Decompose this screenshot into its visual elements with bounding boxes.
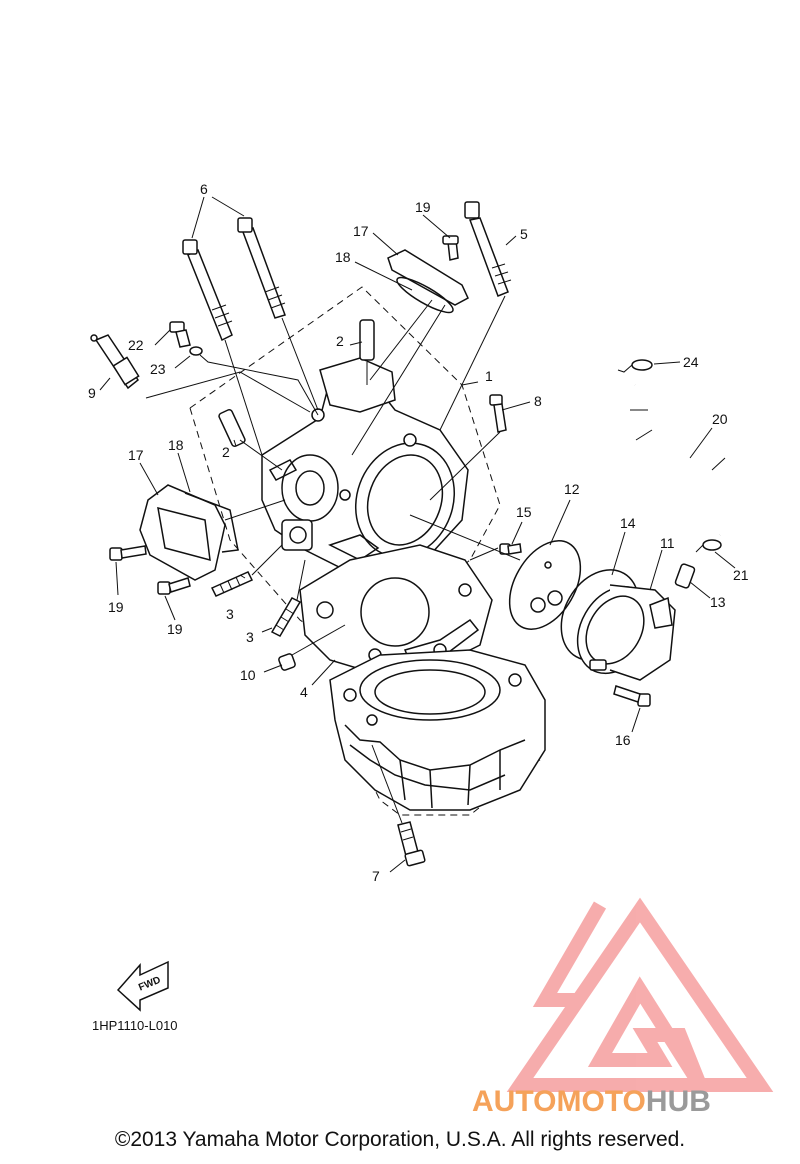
callout-19-side-a: 19 xyxy=(108,599,124,615)
cylinder-head xyxy=(261,357,469,581)
bolt-leader-6 xyxy=(191,196,245,239)
callout-2-upper: 2 xyxy=(336,333,344,349)
bolt-guide-6b xyxy=(281,317,319,411)
stud-3-lower xyxy=(270,597,302,637)
hose-20 xyxy=(629,384,743,538)
spark-plug-guide xyxy=(145,371,311,413)
callout-8: 8 xyxy=(534,393,542,409)
cover-guide-top xyxy=(351,299,446,456)
thermostat-guide xyxy=(409,514,521,561)
callout-9: 9 xyxy=(88,385,96,401)
cylinder-block xyxy=(329,649,546,811)
callout-18-side: 18 xyxy=(168,437,184,453)
callout-16: 16 xyxy=(615,732,631,748)
watermark-part-b: HUB xyxy=(646,1085,711,1118)
callout-18-top: 18 xyxy=(335,249,351,265)
cover-11 xyxy=(576,584,676,681)
watermark-part-a: AUTOMOTO xyxy=(472,1085,646,1118)
bolt-19-side-b xyxy=(157,577,191,595)
callout-7: 7 xyxy=(372,868,380,884)
callout-labels: 1 2 2 3 3 4 5 6 7 8 9 10 11 12 13 14 15 … xyxy=(88,181,749,884)
watermark-logo xyxy=(506,897,774,1092)
callout-21: 21 xyxy=(733,567,749,583)
spark-plug xyxy=(90,334,140,390)
callout-17-top: 17 xyxy=(353,223,369,239)
callout-3-lower: 3 xyxy=(246,629,254,645)
washer-23 xyxy=(189,346,203,356)
cylinder-head-bolts xyxy=(182,201,512,342)
callout-23: 23 xyxy=(150,361,166,377)
callout-5: 5 xyxy=(520,226,528,242)
stud-3-upper xyxy=(210,571,254,597)
watermark-text: AUTOMOTOHUB xyxy=(472,1085,711,1118)
bolt-guide-6a xyxy=(224,339,263,456)
dowel-pin-upper xyxy=(359,319,375,361)
dowel-pin-left xyxy=(218,408,246,448)
clamp-21 xyxy=(695,539,722,553)
callout-1: 1 xyxy=(485,368,493,384)
bolt-7 xyxy=(397,821,426,867)
callout-17-side: 17 xyxy=(128,447,144,463)
callout-24: 24 xyxy=(683,354,699,370)
head-gasket xyxy=(299,544,493,673)
bolt-guide-5 xyxy=(439,295,506,431)
pin-guide xyxy=(291,624,346,656)
bolt-7-guide xyxy=(371,744,403,824)
callout-11: 11 xyxy=(660,535,675,551)
gasket-12 xyxy=(508,540,582,630)
bolt-8 xyxy=(489,394,507,433)
callout-12: 12 xyxy=(564,481,580,497)
callout-19-top: 19 xyxy=(415,199,431,215)
callout-13: 13 xyxy=(710,594,726,610)
bolt-19-side-a xyxy=(109,545,147,561)
callout-22: 22 xyxy=(128,337,144,353)
fitting-13 xyxy=(674,563,696,589)
bolt-22 xyxy=(169,321,191,348)
bolt-15 xyxy=(499,543,522,555)
leader-lines xyxy=(99,214,736,873)
callout-3-upper: 3 xyxy=(226,606,234,622)
dowel-guide xyxy=(239,362,368,471)
diagram-code: 1HP1110-L010 xyxy=(92,1018,178,1033)
copyright-notice: ©2013 Yamaha Motor Corporation, U.S.A. A… xyxy=(114,1128,686,1151)
washer-guide xyxy=(199,354,319,416)
valve-cover-top xyxy=(387,235,469,314)
callout-15: 15 xyxy=(516,504,532,520)
callout-2-left: 2 xyxy=(222,444,230,460)
callout-14: 14 xyxy=(620,515,636,531)
bolt-8-guide xyxy=(429,431,501,501)
clamp-24 xyxy=(617,359,653,373)
stud-guide xyxy=(251,544,306,601)
fwd-arrow-icon: FWD xyxy=(116,960,169,1012)
callout-20: 20 xyxy=(712,411,728,427)
callout-6: 6 xyxy=(200,181,208,197)
pin-10 xyxy=(278,653,296,671)
valve-cover-side xyxy=(139,484,239,581)
callout-10: 10 xyxy=(240,667,256,683)
bolt-16 xyxy=(613,685,651,707)
side-cover-guide xyxy=(224,499,286,521)
callout-19-side-b: 19 xyxy=(167,621,183,637)
callout-4: 4 xyxy=(300,684,308,700)
